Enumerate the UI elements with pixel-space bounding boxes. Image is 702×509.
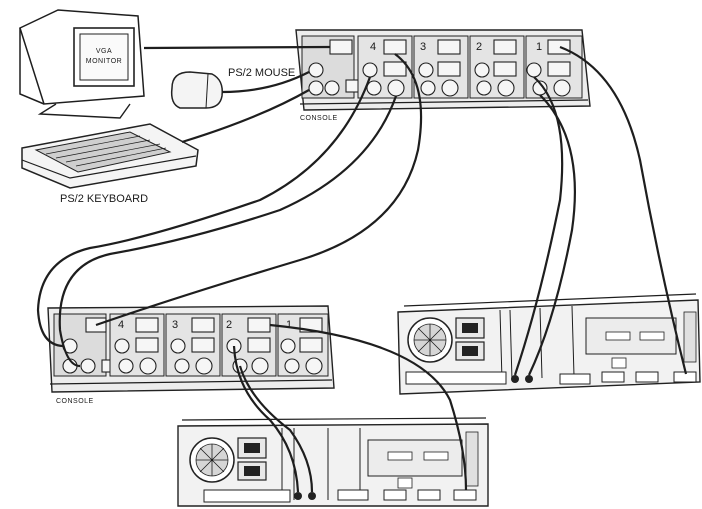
cable-cascade-kbd [58,95,398,368]
top-console-mouse-port [308,62,324,78]
bottom-port-number-4: 4 [118,319,124,331]
monitor-label-line2: MONITOR [86,58,122,65]
top-console-kbd-port [308,80,324,96]
cable-cascade-vga [95,53,423,327]
bottom-console-label: CONSOLE [56,398,94,405]
mouse-label: PS/2 MOUSE [228,67,295,79]
keyboard-keys [34,131,172,173]
ps2-mouse: PS/2 MOUSE [170,67,295,109]
cable-pc-right-mouse [513,76,564,376]
keyboard-label: PS/2 KEYBOARD [60,193,148,205]
vga-monitor: VGA MONITOR [19,9,145,119]
cable-pc-bottom-vga [269,323,468,491]
computer-right-rear [397,293,701,395]
top-console-label: CONSOLE [300,115,338,122]
bottom-console-kbd-port [80,358,96,374]
cable-keyboard [181,89,310,144]
cable-pc-bottom-kbd [238,365,314,493]
kvm-switch-top: 4 3 2 1 CONSOLE [295,29,591,122]
cable-monitor-vga [143,45,331,50]
monitor-label-line1: VGA [96,48,112,55]
top-port-number-3: 3 [420,41,426,53]
ps2-keyboard: PS/2 KEYBOARD [21,123,199,205]
top-console-vga-port [329,39,353,55]
bottom-port-number-1: 1 [286,319,292,331]
cables [36,45,688,493]
bottom-port-number-3: 3 [172,319,178,331]
cable-cascade-mouse [36,76,372,348]
cable-pc-right-kbd [528,94,577,376]
kvm-switch-bottom: 4 3 2 1 CONSOLE [47,305,335,405]
top-port-number-1: 1 [536,41,542,53]
cable-pc-right-vga [559,45,688,375]
top-port-number-4: 4 [370,41,376,53]
top-port-number-2: 2 [476,41,482,53]
cable-mouse [221,71,310,94]
cable-pc-bottom-mouse [232,345,300,493]
bottom-port-number-2: 2 [226,319,232,331]
computer-bottom-rear [177,417,489,507]
